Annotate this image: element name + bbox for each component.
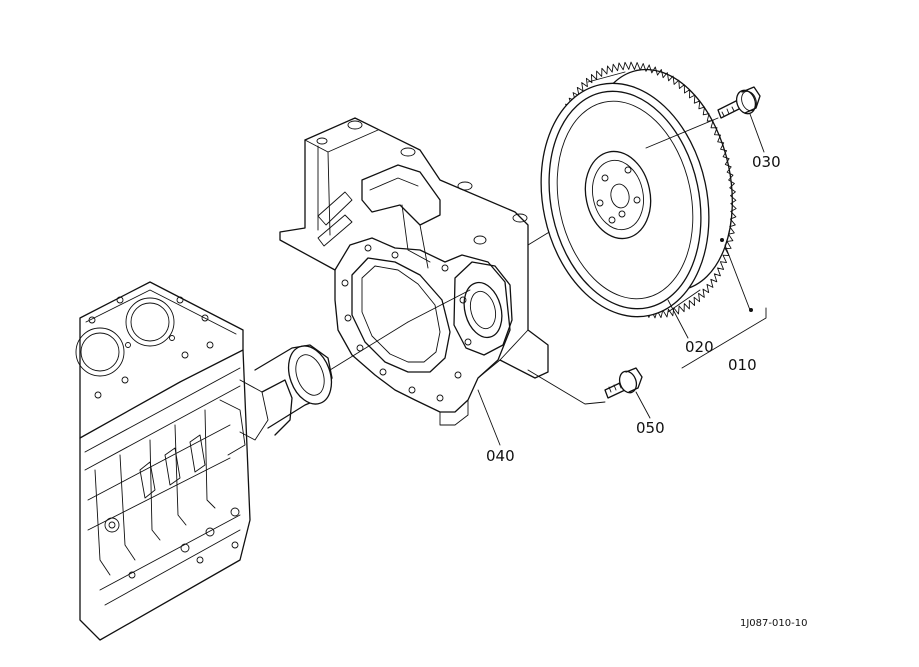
callout-020: 020 [685, 338, 714, 356]
dowel-pin-mark [720, 238, 724, 242]
figure-code: 1J087-010-10 [740, 618, 807, 629]
leader-lines [477, 244, 767, 446]
housing-bolt-050 [527, 367, 651, 419]
flywheel-bolt-030 [645, 86, 765, 153]
crankshaft-flange [254, 321, 409, 436]
flywheel-housing [279, 117, 611, 426]
flywheel [540, 61, 753, 319]
engine-block [75, 281, 269, 641]
callout-050: 050 [636, 419, 665, 437]
callout-040: 040 [486, 447, 515, 465]
callout-010: 010 [728, 356, 757, 374]
callout-030: 030 [752, 153, 781, 171]
